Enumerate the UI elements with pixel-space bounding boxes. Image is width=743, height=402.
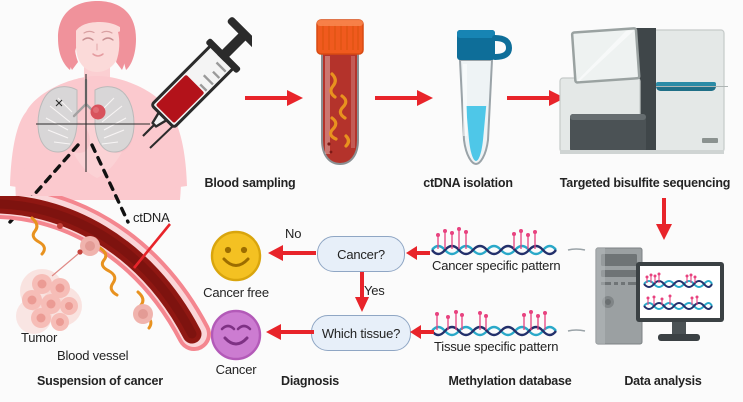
sequencer-machine-icon bbox=[552, 22, 732, 162]
label-cancer: Cancer bbox=[215, 362, 257, 377]
outcome-cancer-free-face bbox=[209, 229, 263, 283]
computer-icon bbox=[592, 240, 728, 358]
label-ctdna-isolation: ctDNA isolation bbox=[423, 176, 513, 190]
label-data-analysis: Data analysis bbox=[624, 374, 702, 388]
label-suspension-of-cancer: Suspension of cancer bbox=[37, 374, 163, 388]
decision-which-tissue-question-label: Which tissue? bbox=[321, 325, 401, 341]
label-ctdna: ctDNA bbox=[133, 210, 170, 225]
cancer-specific-pattern-dna bbox=[428, 224, 588, 258]
arrow-which-tissue-to-cancer bbox=[266, 324, 314, 340]
label-blood-vessel: Blood vessel bbox=[57, 348, 129, 363]
edge-label-yes: Yes bbox=[364, 283, 385, 298]
eppendorf-tube-icon bbox=[440, 22, 512, 172]
decision-which-tissue-question[interactable]: Which tissue? bbox=[311, 315, 411, 351]
arrow-pattern-to-which-tissue-question bbox=[410, 325, 434, 339]
label-diagnosis: Diagnosis bbox=[281, 374, 339, 388]
syringe-icon bbox=[140, 8, 252, 158]
label-cancer-free: Cancer free bbox=[203, 285, 269, 300]
blood-vessel-closeup bbox=[0, 196, 215, 371]
arrow-pattern-to-cancer-question bbox=[406, 246, 430, 260]
label-methylation-database: Methylation database bbox=[448, 374, 572, 388]
label-cancer-specific-pattern: Cancer specific pattern bbox=[432, 258, 561, 273]
arrow-no-to-cancer-free bbox=[268, 245, 316, 261]
ctdna-pointer-line bbox=[132, 223, 172, 269]
blood-collection-tube-icon bbox=[308, 12, 372, 172]
label-targeted-bisulfite-sequencing: Targeted bisulfite sequencing bbox=[559, 176, 731, 190]
edge-label-no: No bbox=[285, 226, 302, 241]
arrow-blood-sampling-to-tube bbox=[245, 90, 303, 106]
label-blood-sampling: Blood sampling bbox=[204, 176, 296, 190]
outcome-cancer-face bbox=[209, 308, 263, 362]
label-tumor: Tumor bbox=[21, 330, 58, 345]
arrow-tube-to-isolation bbox=[375, 90, 433, 106]
decision-cancer-question[interactable]: Cancer? bbox=[317, 236, 405, 272]
label-tissue-specific-pattern: Tissue specific pattern bbox=[434, 339, 559, 354]
tissue-specific-pattern-dna bbox=[428, 305, 588, 339]
arrow-isolation-to-sequencing bbox=[507, 90, 565, 106]
decision-cancer-question-label: Cancer? bbox=[337, 246, 385, 262]
arrow-sequencing-to-data-analysis bbox=[656, 198, 672, 240]
arrow-yes-to-which-tissue bbox=[355, 272, 369, 312]
patient-illustration bbox=[0, 0, 215, 215]
